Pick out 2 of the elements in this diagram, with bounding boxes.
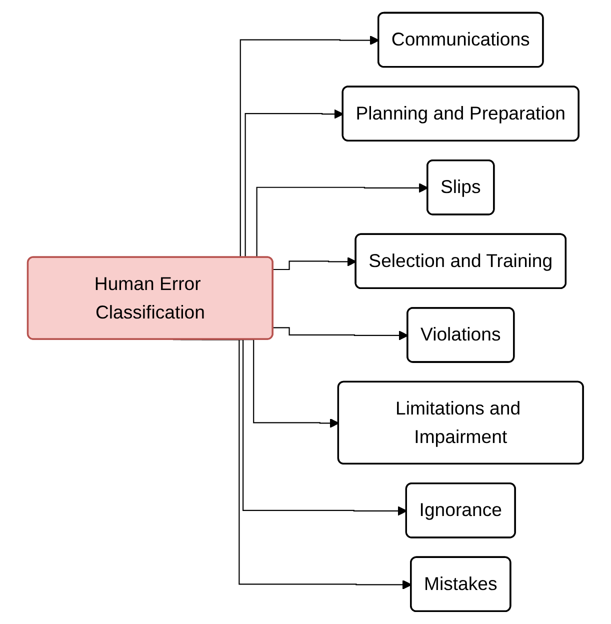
arrow — [273, 327, 408, 340]
arrow — [273, 256, 357, 270]
